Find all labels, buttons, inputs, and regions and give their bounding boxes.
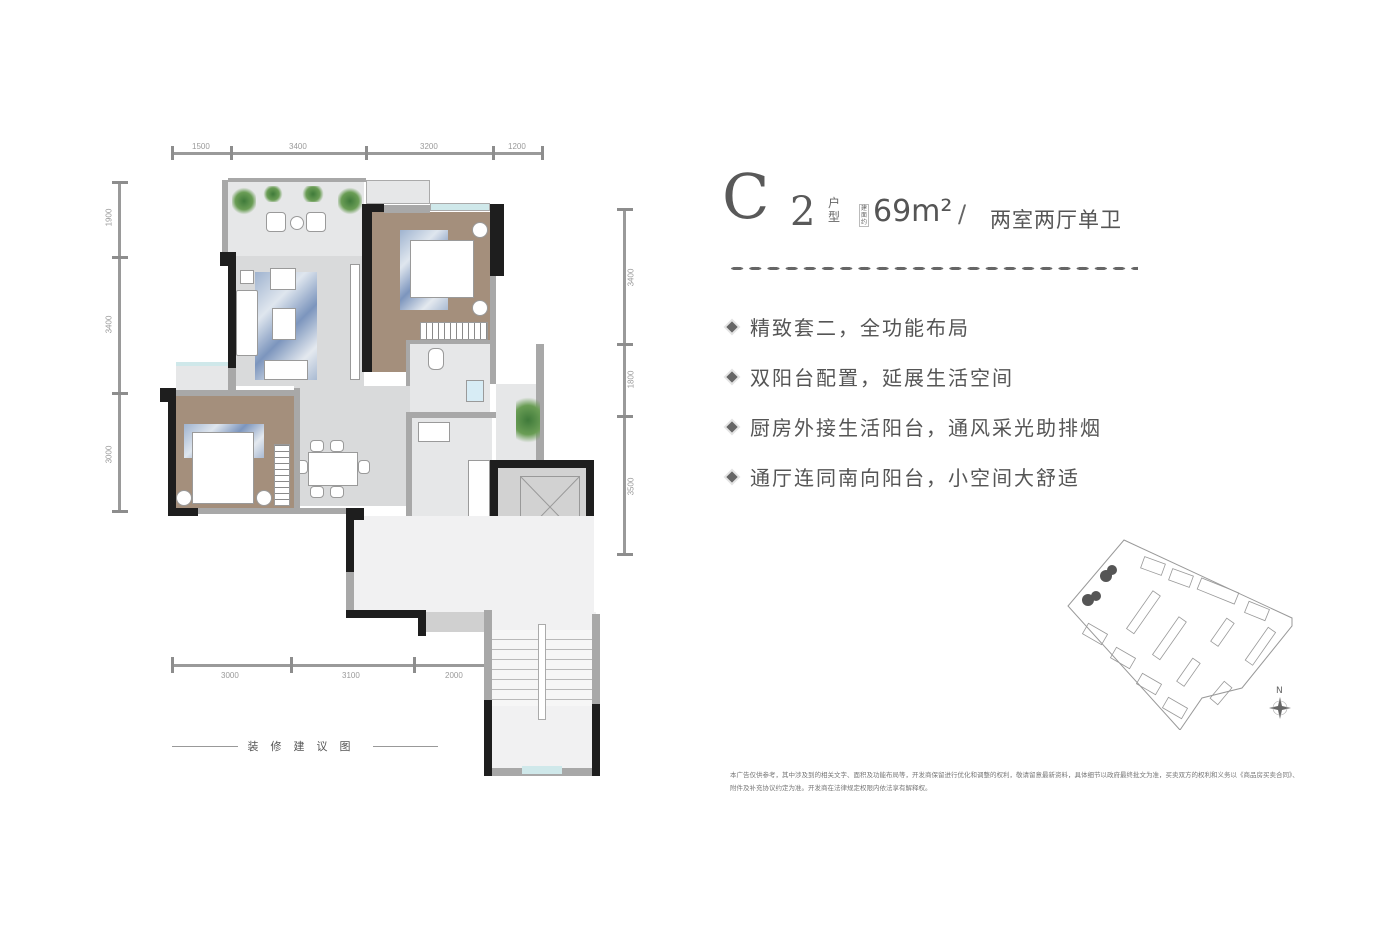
- wardrobe: [420, 322, 488, 340]
- public-corridor: [354, 516, 594, 612]
- fridge: [418, 422, 450, 442]
- dim-bottom-1: 3000: [221, 671, 239, 680]
- dim-bottom-2: 3100: [342, 671, 360, 680]
- diamond-bullet-icon: [726, 470, 738, 483]
- dim-left-1: 1900: [104, 208, 114, 227]
- nightstand: [176, 490, 192, 506]
- compass-north-label: N: [1276, 686, 1283, 696]
- dim-right-2: 1800: [626, 370, 636, 389]
- compass-rose-icon: [1269, 697, 1291, 719]
- site-plan-map: [1067, 539, 1293, 730]
- separator: /: [958, 200, 967, 228]
- dim-top-4: 1200: [508, 142, 526, 151]
- dim-left-3: 3000: [104, 445, 114, 464]
- area-tag: 建面约: [859, 204, 869, 227]
- feature-item: 厨房外接生活阳台，通风采光助排烟: [726, 412, 1102, 441]
- toilet: [428, 348, 444, 370]
- feature-item: 通厅连同南向阳台，小空间大舒适: [726, 462, 1080, 491]
- dim-top-2: 3400: [289, 142, 307, 151]
- diamond-bullet-icon: [726, 370, 738, 383]
- dining-table: [308, 452, 358, 486]
- unit-code-letter: C: [722, 160, 770, 233]
- dim-top-3: 3200: [420, 142, 438, 151]
- unit-code-number: 2: [790, 189, 816, 235]
- dim-top-1: 1500: [192, 142, 210, 151]
- bed-master: [410, 240, 474, 298]
- layout-description: 两室两厅单卫: [990, 208, 1122, 232]
- sofa: [236, 290, 258, 356]
- balcony-chair: [266, 212, 286, 232]
- sofa-small: [264, 360, 308, 380]
- armchair: [270, 268, 296, 290]
- dim-left-2: 3400: [104, 315, 114, 334]
- nightstand: [472, 222, 488, 238]
- bed-second: [192, 432, 254, 504]
- feature-item: 双阳台配置，延展生活空间: [726, 362, 1014, 391]
- dim-bottom-3: 2000: [445, 671, 463, 680]
- balcony-table: [290, 216, 304, 230]
- nightstand: [472, 300, 488, 316]
- diamond-bullet-icon: [726, 320, 738, 333]
- wardrobe: [274, 444, 290, 506]
- coffee-table: [272, 308, 296, 340]
- tv-cabinet: [350, 264, 360, 380]
- area-value: 69m²: [873, 194, 953, 229]
- plan-caption: 装修建议图: [172, 738, 438, 754]
- feature-item: 精致套二，全功能布局: [726, 312, 970, 341]
- nightstand: [256, 490, 272, 506]
- dim-right-1: 3400: [626, 268, 636, 287]
- washbasin: [466, 380, 484, 402]
- unit-type-label: 户型: [828, 196, 841, 224]
- disclaimer-text: 本广告仅供参考，其中涉及到的相关文字、面积及功能布局等，开发商保留进行优化和调整…: [730, 771, 1299, 792]
- side-table: [240, 270, 254, 284]
- diamond-bullet-icon: [726, 420, 738, 433]
- dotted-divider: [728, 266, 1138, 270]
- balcony-chair: [306, 212, 326, 232]
- dim-right-3: 3500: [626, 477, 636, 496]
